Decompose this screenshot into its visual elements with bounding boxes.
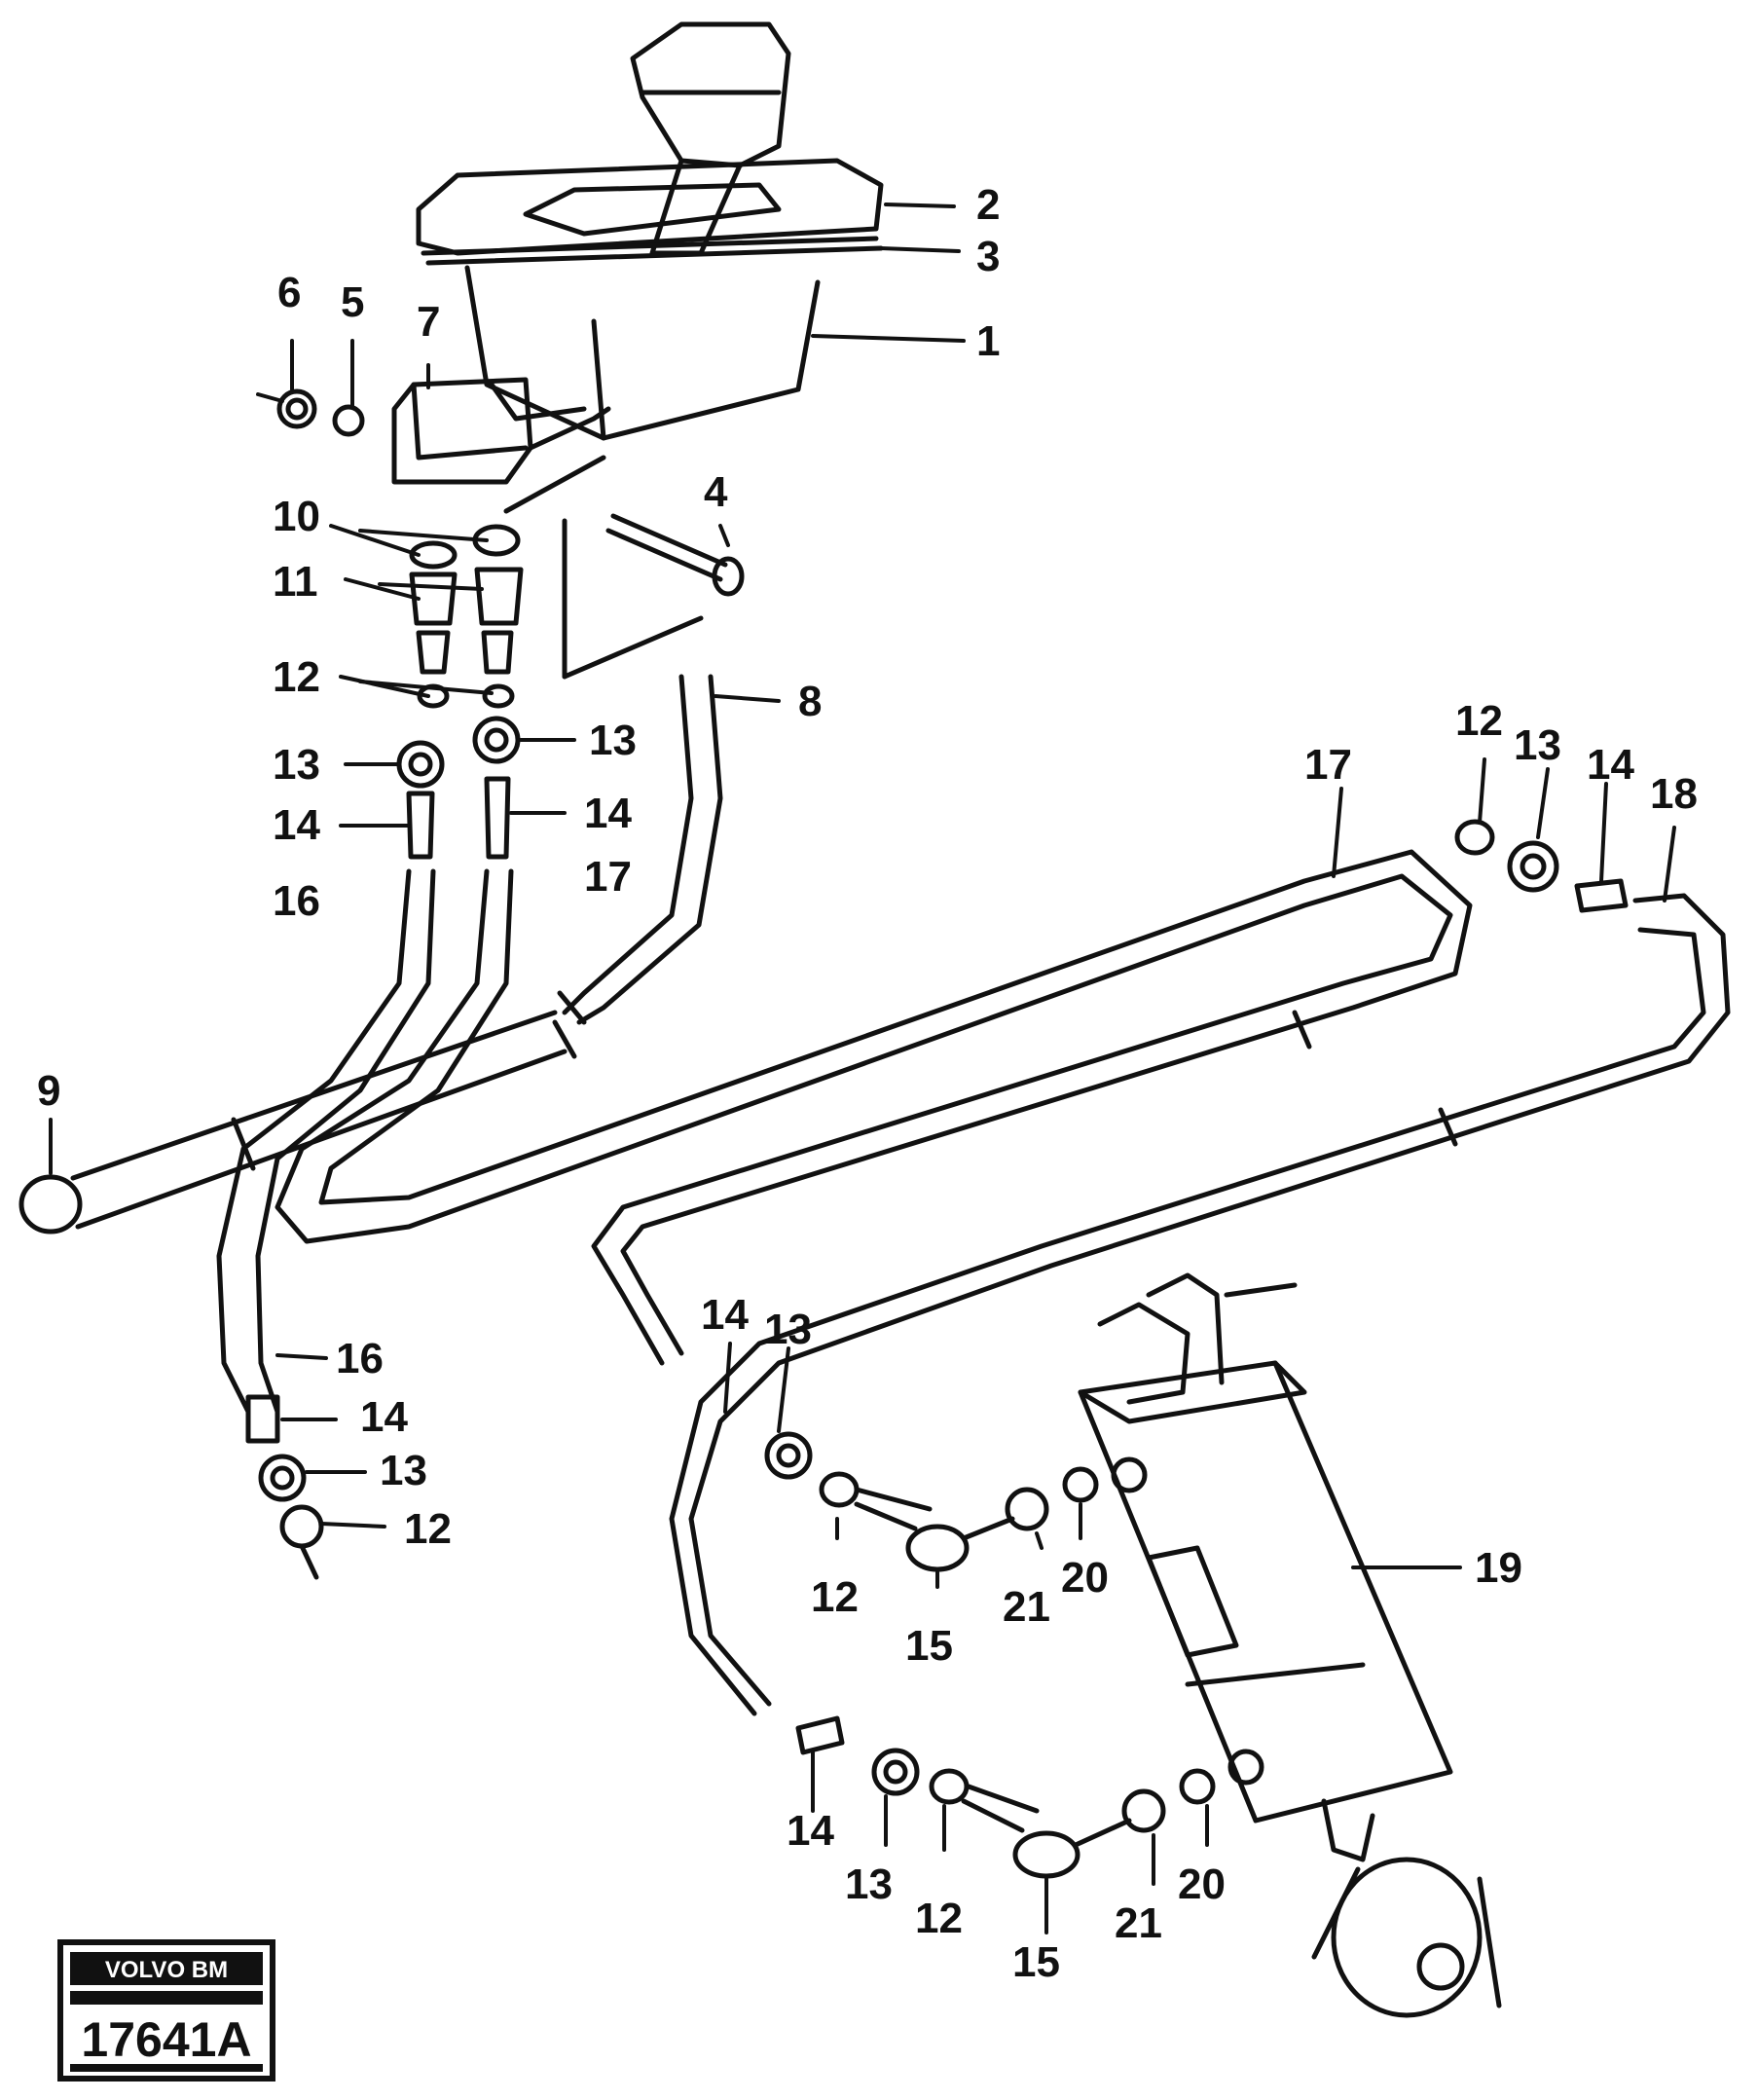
callout-18: 18 [1650, 770, 1698, 818]
callout-11: 11 [273, 558, 318, 606]
callout-16b: 16 [336, 1335, 384, 1382]
callout-12e: 12 [915, 1895, 963, 1942]
stamp-footer-bar [70, 2064, 263, 2072]
callout-14d: 14 [360, 1393, 408, 1441]
fittings-lower-left [245, 1353, 386, 1580]
callout-20b: 20 [1178, 1861, 1226, 1908]
stamp-code: 17641A [81, 2012, 251, 2067]
switch-block-drawing [256, 339, 611, 485]
callout-9: 9 [37, 1067, 60, 1115]
callout-19: 19 [1475, 1544, 1522, 1592]
callout-21b: 21 [1115, 1899, 1162, 1947]
callout-3: 3 [976, 233, 1000, 280]
hose-8 [557, 674, 781, 1025]
callout-16a: 16 [273, 877, 320, 925]
callout-15b: 15 [1012, 1938, 1060, 1986]
stamp-subbar [70, 1991, 263, 2005]
volvo-stamp: VOLVO BM 17641A [57, 1939, 275, 2082]
stamp-header-bar [70, 1952, 263, 1985]
callout-13b: 13 [589, 717, 637, 764]
callout-13a: 13 [273, 741, 320, 789]
stamp-border [57, 1939, 275, 2082]
callout-12d: 12 [811, 1573, 859, 1621]
callout-12a: 12 [273, 653, 320, 701]
callout-17b: 17 [1304, 741, 1352, 789]
bolt-drawing [503, 455, 745, 680]
callout-8: 8 [798, 678, 822, 725]
callout-labels: 1 2 3 4 5 6 7 8 9 10 11 12 13 13 14 14 1… [37, 181, 1698, 1986]
callout-10: 10 [273, 493, 320, 540]
stamp-brand: VOLVO BM [105, 1957, 228, 1983]
callout-17a: 17 [584, 853, 632, 901]
callout-2: 2 [976, 181, 1000, 229]
callout-14c: 14 [1587, 741, 1634, 789]
cylinder-19 [1078, 1272, 1502, 2018]
callout-1: 1 [976, 317, 1000, 365]
callout-12b: 12 [1455, 697, 1503, 745]
callout-20a: 20 [1061, 1554, 1109, 1602]
callout-13c: 13 [1514, 721, 1561, 769]
callout-13d: 13 [380, 1447, 427, 1494]
callout-15a: 15 [905, 1622, 953, 1670]
callout-7: 7 [417, 298, 440, 346]
callout-14e: 14 [701, 1291, 749, 1339]
callout-4: 4 [704, 468, 728, 516]
callout-14f: 14 [787, 1807, 834, 1855]
callout-13f: 13 [845, 1861, 893, 1908]
fittings-top-right [1332, 757, 1676, 913]
fittings-stack-left [329, 524, 576, 860]
callout-5: 5 [341, 278, 364, 326]
lever-housing-drawing [416, 21, 966, 441]
callout-6: 6 [277, 269, 301, 316]
connector-lower [795, 1715, 1264, 1934]
callout-14a: 14 [273, 801, 320, 849]
hoses-16-17 [216, 849, 1731, 1716]
connector-upper [723, 1342, 1148, 1589]
callout-13e: 13 [764, 1306, 812, 1353]
callout-12c: 12 [404, 1505, 452, 1553]
callout-21a: 21 [1003, 1583, 1050, 1631]
callout-14b: 14 [584, 790, 632, 837]
